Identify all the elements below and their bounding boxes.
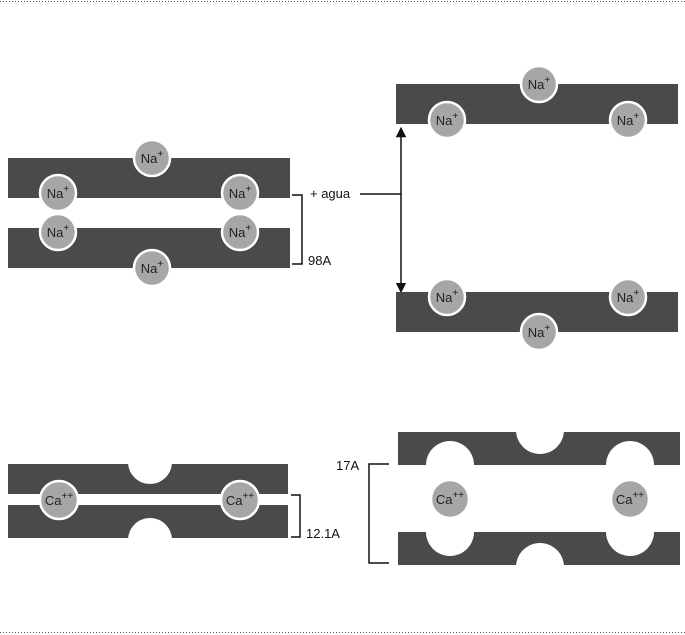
calcium-ion: Ca++ <box>219 479 261 521</box>
sodium-ion: Na+ <box>220 173 260 213</box>
sodium-ion: Na+ <box>427 100 467 140</box>
svg-text:Ca++: Ca++ <box>436 490 464 507</box>
sodium-ion: Na+ <box>519 64 559 104</box>
layer-notch <box>516 543 564 591</box>
layer-notch <box>128 518 172 562</box>
svg-text:Ca++: Ca++ <box>45 491 73 508</box>
spacing-label-ca-dry: 12.1A <box>306 526 340 541</box>
spacing-label-na: 98A <box>308 253 331 268</box>
svg-text:Na+: Na+ <box>47 184 70 201</box>
sodium-ion: Na+ <box>38 173 78 213</box>
calcium-ion: Ca++ <box>609 478 651 520</box>
calcium-ion: Ca++ <box>429 478 471 520</box>
svg-text:Na+: Na+ <box>141 149 164 166</box>
svg-text:Na+: Na+ <box>436 111 459 128</box>
svg-text:Na+: Na+ <box>528 75 551 92</box>
spacing-label-ca-wet: 17A <box>336 458 359 473</box>
sodium-ion: Na+ <box>427 277 467 317</box>
layer-notch <box>516 406 564 454</box>
sodium-ion: Na+ <box>38 212 78 252</box>
layer-notch <box>606 508 654 556</box>
svg-text:Na+: Na+ <box>617 288 640 305</box>
add-water-label: + agua <box>310 186 351 201</box>
spacing-bracket-ca-wet <box>368 463 389 564</box>
layer-notch <box>606 441 654 489</box>
svg-text:Ca++: Ca++ <box>226 491 254 508</box>
layer-notch <box>128 440 172 484</box>
sodium-ion: Na+ <box>519 312 559 352</box>
layer-notch <box>426 441 474 489</box>
calcium-collapsed-group: Ca++ Ca++ <box>8 440 288 562</box>
sodium-ion: Na+ <box>608 277 648 317</box>
svg-text:Na+: Na+ <box>436 288 459 305</box>
layer-notch <box>426 508 474 556</box>
sodium-ion: Na+ <box>220 212 260 252</box>
sodium-expanded-group: Na+ Na+ Na+ Na+ Na+ Na+ <box>396 64 678 352</box>
spacing-bracket-na <box>292 194 303 265</box>
svg-text:Na+: Na+ <box>528 323 551 340</box>
sodium-ion: Na+ <box>132 248 172 288</box>
calcium-ion: Ca++ <box>38 479 80 521</box>
calcium-expanded-group: Ca++ Ca++ <box>398 406 680 591</box>
svg-text:Na+: Na+ <box>47 223 70 240</box>
sodium-ion: Na+ <box>132 138 172 178</box>
svg-text:Na+: Na+ <box>229 184 252 201</box>
spacing-bracket-ca-dry <box>291 494 301 538</box>
sodium-ion: Na+ <box>608 100 648 140</box>
svg-text:Na+: Na+ <box>141 259 164 276</box>
svg-text:Ca++: Ca++ <box>616 490 644 507</box>
sodium-collapsed-group: Na+ Na+ Na+ Na+ Na+ Na+ <box>8 138 290 288</box>
svg-text:Na+: Na+ <box>617 111 640 128</box>
svg-text:Na+: Na+ <box>229 223 252 240</box>
